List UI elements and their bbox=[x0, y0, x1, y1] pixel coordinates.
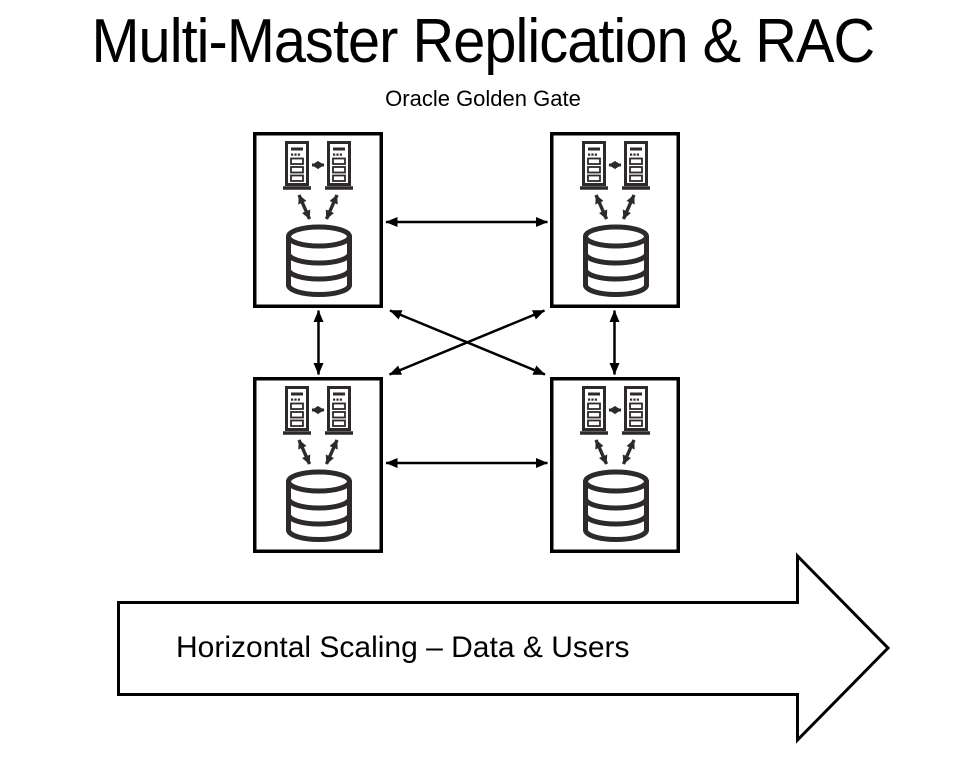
page-title-text: Multi-Master Replication & RAC bbox=[91, 7, 876, 76]
page-subtitle: Oracle Golden Gate bbox=[385, 86, 581, 111]
banner-label: Horizontal Scaling – Data & Users bbox=[176, 631, 630, 664]
replication-link-diagonal-b bbox=[389, 309, 545, 376]
rac-node-bottom-right bbox=[552, 379, 679, 552]
rac-node-top-right bbox=[552, 134, 679, 307]
rac-node-bottom-left bbox=[255, 379, 382, 552]
rac-node-top-left bbox=[255, 134, 382, 307]
page-title: Multi-Master Replication & RAC bbox=[0, 7, 966, 76]
replication-links bbox=[313, 217, 620, 468]
right-arrow-banner bbox=[117, 552, 891, 744]
